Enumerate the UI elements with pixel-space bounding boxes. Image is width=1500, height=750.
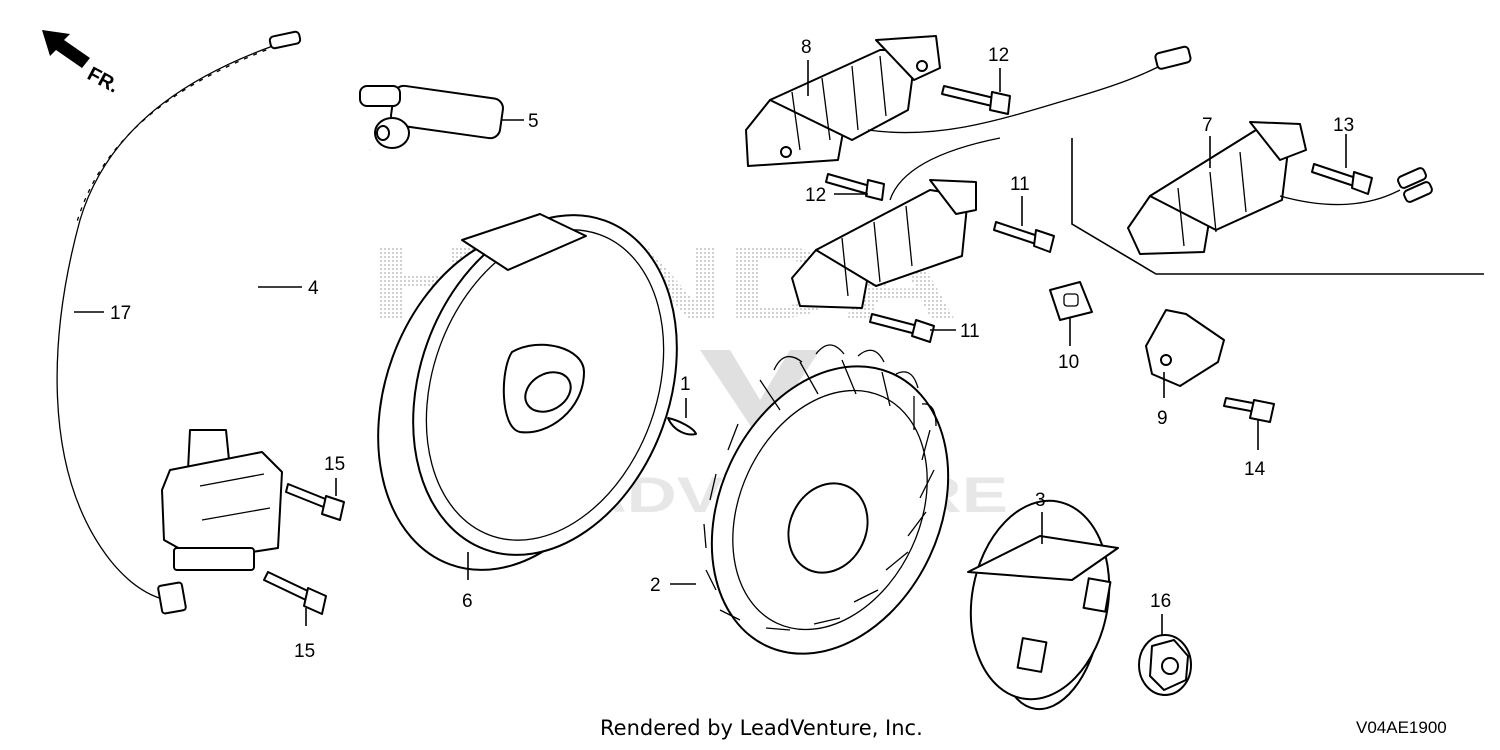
front-arrow-icon xyxy=(42,30,90,68)
part-2-cooling-fan[interactable] xyxy=(667,328,993,693)
callout-11-lower: 11 xyxy=(960,321,980,342)
part-17-stop-wire[interactable] xyxy=(56,30,302,615)
callout-15-upper: 15 xyxy=(324,454,345,475)
callout-14: 14 xyxy=(1244,459,1266,480)
part-8-charge-coil[interactable] xyxy=(745,35,1192,201)
part-16-flange-nut[interactable] xyxy=(1138,634,1192,696)
callout-17: 17 xyxy=(110,303,131,324)
part-15-bolt-lower[interactable] xyxy=(263,571,327,615)
part-9-bracket[interactable] xyxy=(1145,309,1225,387)
part-10-clip[interactable] xyxy=(1049,281,1093,321)
part-11-bolt-upper[interactable] xyxy=(993,221,1055,253)
callout-11-upper: 11 xyxy=(1010,174,1030,195)
callout-13: 13 xyxy=(1333,115,1354,136)
part-1-key[interactable] xyxy=(667,417,697,436)
callout-7: 7 xyxy=(1202,115,1213,136)
part-5-plug-cap[interactable] xyxy=(359,84,504,149)
callout-2: 2 xyxy=(650,575,661,596)
callout-10: 10 xyxy=(1058,352,1079,373)
callout-15-lower: 15 xyxy=(294,641,315,662)
callout-8: 8 xyxy=(801,37,812,58)
callout-16: 16 xyxy=(1150,591,1171,612)
callout-4: 4 xyxy=(308,278,319,299)
part-11-bolt-lower[interactable] xyxy=(869,313,935,343)
callout-5: 5 xyxy=(528,111,539,132)
callout-3: 3 xyxy=(1035,490,1046,511)
front-marker-label: FR. xyxy=(84,63,123,98)
part-4-ignition-coil[interactable] xyxy=(161,148,371,571)
inset-outline xyxy=(1071,138,1484,275)
part-3-starter-pulley[interactable] xyxy=(956,490,1125,718)
dealer-logo-watermark xyxy=(700,350,820,440)
part-12-bolt-lower[interactable] xyxy=(825,173,885,201)
exciter-coil[interactable] xyxy=(791,179,977,309)
callout-labels: 5 4 17 15 15 6 1 2 3 16 8 12 12 11 11 10… xyxy=(110,37,1354,662)
front-direction-marker: FR. xyxy=(42,30,122,98)
part-7-alternate-coil[interactable] xyxy=(1127,121,1433,255)
part-13-bolt[interactable] xyxy=(1311,163,1373,195)
diagram-code: V04AE1900 xyxy=(1356,718,1447,737)
part-14-bolt[interactable] xyxy=(1223,397,1275,423)
part-15-bolt-upper[interactable] xyxy=(285,483,345,521)
callout-12-upper: 12 xyxy=(988,45,1009,66)
footer-credit: Rendered by LeadVenture, Inc. xyxy=(600,716,923,740)
callout-1: 1 xyxy=(680,374,691,395)
callout-9: 9 xyxy=(1157,408,1168,429)
part-6-flywheel[interactable] xyxy=(333,178,723,607)
part-12-bolt-upper[interactable] xyxy=(941,85,1011,115)
callout-6: 6 xyxy=(462,591,473,612)
leader-lines xyxy=(74,60,1347,636)
callout-12-lower: 12 xyxy=(805,185,826,206)
